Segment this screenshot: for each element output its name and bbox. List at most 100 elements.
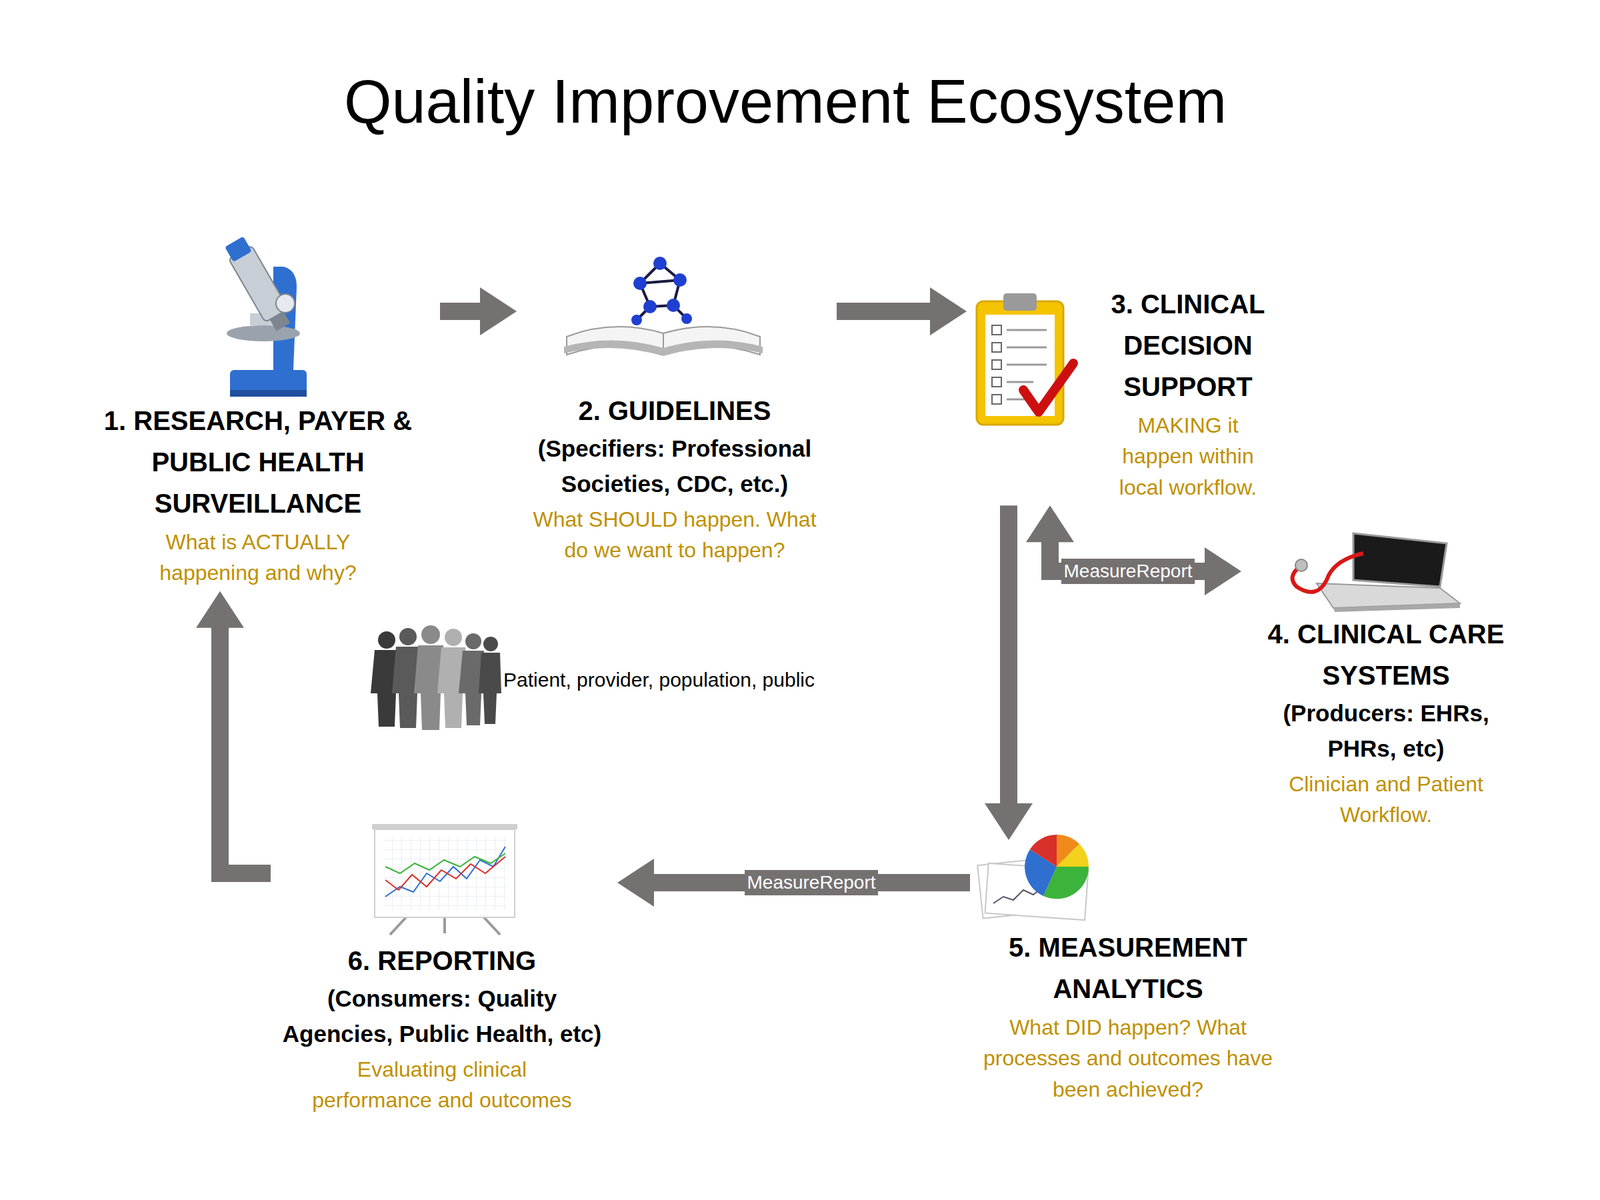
easel-chart-icon	[383, 836, 507, 910]
book-icon	[653, 256, 667, 270]
people-silhouettes	[478, 636, 502, 724]
clipboard-icon	[992, 394, 1002, 404]
book-icon	[564, 340, 763, 356]
people-silhouettes	[421, 625, 440, 644]
microscope-icon	[230, 390, 307, 397]
easel-chart-icon	[374, 829, 515, 918]
people-silhouettes	[465, 633, 482, 650]
clipboard-icon	[992, 342, 1002, 352]
people-silhouettes	[483, 636, 498, 652]
clipboard-icon	[1003, 293, 1037, 311]
pie-chart-icon	[977, 834, 1089, 920]
process-stage: 5. MEASUREMENT ANALYTICSWhat DID happen?…	[970, 840, 1290, 1108]
microscope-icon	[230, 370, 307, 397]
people-silhouettes	[378, 631, 396, 649]
arrow-head	[196, 591, 244, 628]
flow-arrow	[617, 858, 970, 907]
book-icon	[643, 300, 657, 314]
laptop-icon	[1295, 559, 1308, 572]
clipboard-icon	[992, 325, 1002, 335]
microscope-icon	[224, 236, 252, 262]
microscope-icon	[226, 325, 300, 342]
book-icon	[636, 263, 687, 320]
clipboard-icon	[1006, 346, 1047, 349]
process-stage: 1. RESEARCH, PAYER & PUBLIC HEALTH SURVE…	[80, 233, 440, 592]
book-icon	[631, 314, 642, 326]
clipboard-icon	[992, 377, 1002, 387]
easel-chart-icon	[372, 824, 518, 830]
clipboard-icon	[1006, 364, 1047, 366]
book-icon	[673, 273, 687, 287]
arrow-shaft	[1000, 505, 1018, 805]
arrow-head	[1204, 547, 1242, 596]
people-silhouettes	[370, 625, 502, 730]
stage-subheading: (Producers: EHRs, PHRs, etc)	[1246, 696, 1526, 766]
clipboard-icon	[976, 293, 1074, 425]
people-silhouettes	[444, 628, 462, 646]
process-stage: 3. CLINICAL DECISION SUPPORTMAKING it ha…	[966, 280, 1294, 506]
pie-chart-icon	[1056, 844, 1089, 867]
microscope-icon	[270, 311, 291, 331]
stage-heading: 2. GUIDELINES	[521, 390, 828, 432]
group-label: Patient, provider, population, public	[503, 668, 815, 692]
stage-description: What is ACTUALLY happening and why?	[148, 526, 368, 589]
arrow-head	[984, 803, 1033, 840]
arrow-shaft	[836, 302, 932, 320]
arrow-head	[480, 287, 517, 336]
easel-chart-icon	[443, 916, 446, 934]
book-icon	[666, 298, 680, 312]
flow-arrow	[836, 287, 967, 336]
clipboard-icon	[1006, 381, 1034, 384]
arrow-label: MeasureReport	[744, 870, 879, 896]
process-stage: 6. REPORTING(Consumers: Quality Agencies…	[270, 813, 618, 1119]
arrow-shaft	[440, 302, 482, 320]
clipboard-icon	[992, 325, 1002, 404]
stage-subheading: (Consumers: Quality Agencies, Public Hea…	[275, 981, 609, 1052]
arrow-label: MeasureReport	[1061, 558, 1196, 584]
stage-heading: 4. CLINICAL CARE SYSTEMS	[1246, 613, 1526, 696]
clipboard-icon	[1023, 363, 1074, 412]
stage-description: What SHOULD happen. What do we want to h…	[524, 504, 825, 566]
flow-arrow	[196, 591, 271, 874]
diagram-title: Quality Improvement Ecosystem	[0, 66, 1571, 137]
stage-heading: 3. CLINICAL DECISION SUPPORT	[1088, 283, 1288, 408]
flow-arrow	[984, 505, 1033, 840]
flow-arrow	[1026, 505, 1242, 596]
process-stage: 4. CLINICAL CARE SYSTEMS(Producers: EHRs…	[1241, 520, 1535, 834]
arrow-head	[930, 287, 967, 336]
microscope-icon	[276, 294, 295, 313]
people-silhouettes	[478, 652, 502, 724]
stage-subheading: (Specifiers: Professional Societies, CDC…	[521, 431, 828, 502]
easel-chart-icon	[385, 846, 506, 897]
pie-chart-icon	[1030, 834, 1057, 867]
process-stage: 2. GUIDELINES(Specifiers: Professional S…	[516, 246, 837, 569]
flow-arrow	[440, 287, 517, 336]
microscope-icon	[222, 234, 296, 334]
easel-chart-icon	[385, 853, 506, 874]
stage-heading: 1. RESEARCH, PAYER & PUBLIC HEALTH SURVE…	[84, 400, 432, 524]
book-icon	[631, 256, 692, 326]
easel-chart-icon	[483, 916, 500, 935]
stage-description: Clinician and Patient Workflow.	[1276, 768, 1496, 831]
people-silhouettes	[399, 628, 417, 646]
clipboard-icon	[976, 301, 1064, 425]
clipboard-icon	[992, 360, 1002, 370]
pie-chart-icon	[1024, 834, 1089, 899]
easel-chart-icon	[390, 916, 407, 935]
laptop-icon	[1333, 603, 1460, 612]
book-icon	[681, 313, 692, 324]
laptop-icon	[1292, 553, 1364, 592]
arrow-head	[617, 858, 654, 907]
stage-description: MAKING it happen within local workflow.	[1108, 410, 1268, 503]
clipboard-icon	[1006, 329, 1047, 332]
microscope-icon	[222, 234, 307, 397]
stage-heading: 5. MEASUREMENT ANALYTICS	[974, 926, 1282, 1010]
stage-heading: 6. REPORTING	[275, 940, 609, 982]
stage-description: Evaluating clinical performance and outc…	[308, 1054, 576, 1116]
stage-description: What DID happen? What processes and outc…	[974, 1012, 1282, 1105]
book-icon	[564, 256, 763, 356]
book-icon	[633, 276, 647, 290]
